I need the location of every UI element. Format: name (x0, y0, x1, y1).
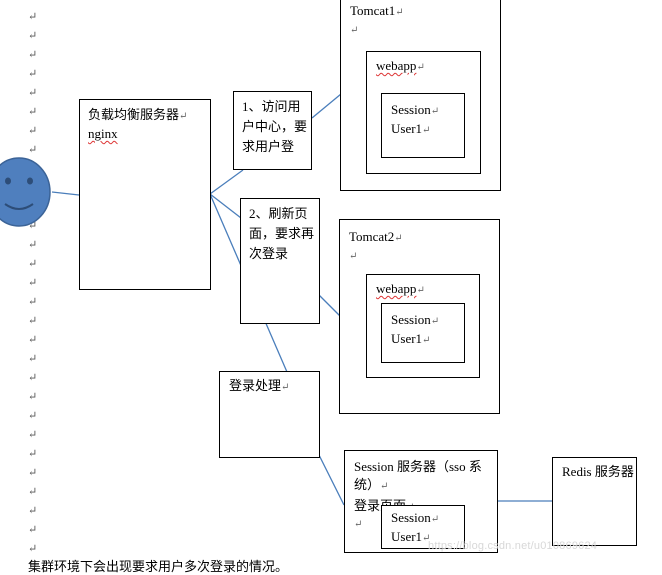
paragraph-mark: ↵ (28, 315, 38, 327)
paragraph-mark: ↵ (28, 296, 38, 308)
load-balancer-title: 负载均衡服务器 (88, 107, 180, 122)
session-server-title: Session 服务器（sso 系统） (354, 459, 482, 492)
paragraph-mark: ↵ (28, 410, 38, 422)
user-smiley-icon (0, 157, 51, 227)
paragraph-mark: ↵ (28, 30, 38, 42)
tomcat1-user-label: User1 (391, 121, 423, 136)
paragraph-mark: ↵ (28, 505, 38, 517)
tomcat2-webapp-label: webapp (376, 281, 417, 296)
session-server-user-label: User1 (391, 529, 423, 544)
tomcat2-box: Tomcat2↵ ↵ webapp↵ Session↵ User1↵ (339, 219, 500, 414)
tomcat1-webapp-box: webapp↵ Session↵ User1↵ (366, 51, 481, 174)
paragraph-mark: ↵ (28, 391, 38, 403)
session-server-box: Session 服务器（sso 系统）↵ 登录页面↵ ↵ Session↵ Us… (344, 450, 498, 553)
paragraph-mark: ↵ (28, 372, 38, 384)
paragraph-mark: ↵ (28, 448, 38, 460)
paragraph-mark: ↵ (28, 334, 38, 346)
load-balancer-sub: nginx (88, 126, 118, 141)
paragraph-mark: ↵ (28, 125, 38, 137)
paragraph-mark: ↵ (28, 258, 38, 270)
paragraph-mark: ↵ (28, 467, 38, 479)
tomcat1-title: Tomcat1 (350, 3, 396, 18)
step2-text: 2、刷新页面，要求再次登录 (249, 206, 315, 261)
tomcat2-session-box: Session↵ User1↵ (381, 303, 465, 363)
load-balancer-box: 负载均衡服务器↵ nginx (79, 99, 211, 290)
paragraph-mark: ↵ (28, 68, 38, 80)
tomcat1-box: Tomcat1↵ ↵ webapp↵ Session↵ User1↵ (340, 0, 501, 191)
paragraph-mark: ↵ (28, 486, 38, 498)
paragraph-mark: ↵ (28, 353, 38, 365)
user-to-lb-line (51, 191, 80, 196)
step2-box: 2、刷新页面，要求再次登录 (240, 198, 320, 324)
login-box: 登录处理↵ (219, 371, 320, 458)
paragraph-mark: ↵ (28, 144, 38, 156)
tomcat1-session-label: Session (391, 102, 431, 117)
paragraph-mark: ↵ (28, 277, 38, 289)
step1-to-tomcat1-line (311, 93, 342, 119)
paragraph-mark: ↵ (28, 524, 38, 536)
redis-server-box: Redis 服务器 (552, 457, 637, 546)
paragraph-mark: ↵ (28, 429, 38, 441)
tomcat2-user-label: User1 (391, 331, 423, 346)
tomcat2-title: Tomcat2 (349, 229, 395, 244)
session-server-session-label: Session (391, 510, 431, 525)
redis-server-title: Redis 服务器 (562, 464, 634, 479)
paragraph-mark: ↵ (28, 11, 38, 23)
paragraph-mark: ↵ (28, 106, 38, 118)
session-server-session-box: Session↵ User1↵ (381, 505, 465, 549)
paragraph-mark: ↵ (28, 239, 38, 251)
paragraph-mark: ↵ (28, 87, 38, 99)
tomcat1-session-box: Session↵ User1↵ (381, 93, 465, 158)
tomcat2-session-label: Session (391, 312, 431, 327)
step1-text: 1、访问用户中心，要求用户登 (242, 99, 308, 154)
step1-box: 1、访问用户中心，要求用户登 (233, 91, 312, 170)
paragraph-mark: ↵ (28, 220, 38, 232)
tomcat1-webapp-label: webapp (376, 58, 417, 73)
login-to-session-line (318, 454, 345, 506)
login-text: 登录处理 (229, 378, 282, 393)
watermark: https://blog.csdn.net/u010869624 (428, 540, 598, 552)
step2-to-tomcat2-line (318, 294, 341, 317)
paragraph-mark: ↵ (28, 49, 38, 61)
lb-to-step1-line (209, 169, 244, 195)
lb-to-step2-line (209, 193, 242, 219)
tomcat2-webapp-box: webapp↵ Session↵ User1↵ (366, 274, 480, 378)
paragraph-mark: ↵ (28, 543, 38, 555)
